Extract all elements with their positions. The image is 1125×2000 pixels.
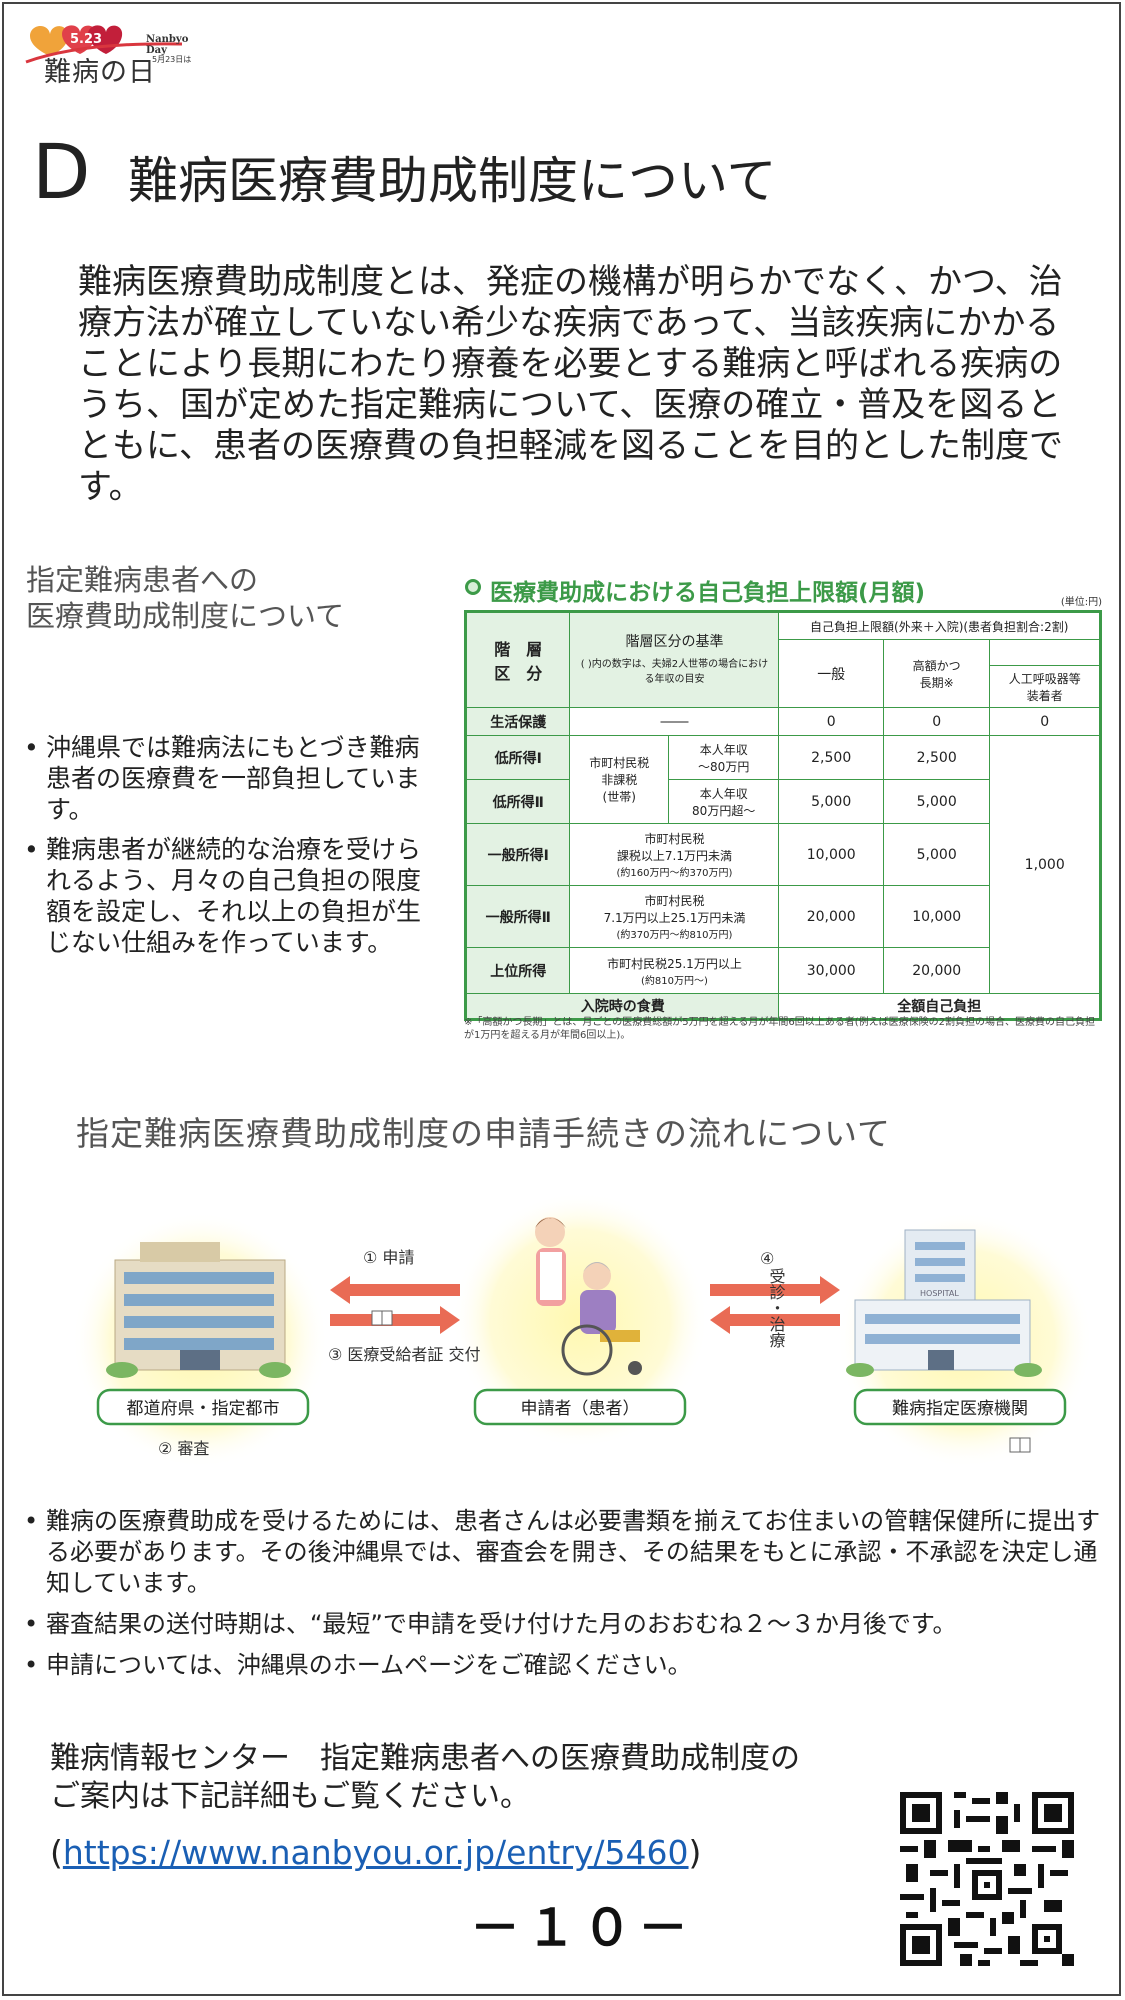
hospital-icon: HOSPITAL <box>846 1229 1042 1377</box>
paren-open: ( <box>50 1833 63 1872</box>
cell-criteria: 市町村民税 7.1万円以上25.1万円未満 (約370万円～約810万円) <box>569 885 780 948</box>
header-criteria-label: 階層区分の基準 <box>625 634 724 650</box>
book-icon <box>371 1310 393 1326</box>
list-item: 審査結果の送付時期は、“最短”で申請を受け付けた月のおおむね２～３か月後です。 <box>24 1609 1114 1640</box>
fee-table: 階 層 区 分 階層区分の基準 ( )内の数字は、夫婦2人世帯の場合における年収… <box>464 610 1102 1021</box>
flow-title: 指定難病医療費助成制度の申請手続きの流れについて <box>76 1114 892 1153</box>
fee-table-unit: (単位:円) <box>1060 597 1102 608</box>
cell-vent: 0 <box>989 707 1101 736</box>
page-title: 難病医療費助成制度について <box>128 152 777 210</box>
circle-bullet-icon <box>465 579 481 595</box>
list-item: 申請については、沖縄県のホームページをご確認ください。 <box>24 1650 1114 1681</box>
row-label-upper: 上位所得 <box>464 947 571 994</box>
row-label-welfare: 生活保護 <box>464 707 571 736</box>
logo-date: 5月23日は <box>152 55 192 64</box>
cell-criteria: 本人年収 80万円超～ <box>667 779 780 824</box>
cell-general: 5,000 <box>778 779 884 824</box>
cell-general: 20,000 <box>778 885 884 948</box>
subsidy-bullets: 沖縄県では難病法にもとづき難病患者の医療費を一部負担しています。 難病患者が継続… <box>24 732 424 967</box>
cell-criteria: 市町村民税25.1万円以上 (約810万円～) <box>569 947 780 994</box>
nanbyo-day-logo: 5.23 Nanbyo Day 5月23日は 難病の日 <box>22 16 202 88</box>
paren-close: ) <box>688 1833 702 1872</box>
cell-meal: 全額自己負担 <box>778 993 1101 1020</box>
step3-label: ③ 医療受給者証 交付 <box>328 1345 481 1364</box>
row-label-low2: 低所得Ⅱ <box>464 779 571 824</box>
applicant-label: 申請者（患者） <box>521 1399 640 1419</box>
logo-hearts-icon: 5.23 <box>25 25 183 64</box>
qr-code-icon[interactable] <box>900 1792 1074 1966</box>
row-label-meal: 入院時の食費 <box>464 993 780 1020</box>
cell-high: 2,500 <box>882 735 991 780</box>
building-icon <box>106 1242 291 1378</box>
header-tier: 階 層 区 分 <box>464 611 571 708</box>
info-center-text: 難病情報センター 指定難病患者への医療費助成制度の ご案内は下記詳細もご覧くださ… <box>50 1741 800 1814</box>
cell-high: 20,000 <box>882 947 991 994</box>
cell-high: 5,000 <box>882 823 991 886</box>
header-ventilator: 人工呼吸器等 装着者 <box>989 665 1101 708</box>
step2-label: ② 審査 <box>158 1439 209 1458</box>
header-general: 一般 <box>778 639 884 708</box>
application-flow-diagram: ① 申請 ③ 医療受給者証 交付 ④ 受診・治療 HOSPITAL 都 <box>72 1192 1093 1468</box>
cell-vent-shared: 1,000 <box>989 735 1101 994</box>
fee-table-title: 医療費助成における自己負担上限額(月額) <box>490 580 926 606</box>
row-label-gen1: 一般所得Ⅰ <box>464 823 571 886</box>
list-item: 難病の医療費助成を受けるためには、患者さんは必要書類を揃えてお住まいの管轄保健所… <box>24 1506 1114 1599</box>
cell-high: 10,000 <box>882 885 991 948</box>
url-line: (https://www.nanbyou.or.jp/entry/5460) <box>50 1831 701 1875</box>
header-criteria: 階層区分の基準 ( )内の数字は、夫婦2人世帯の場合における年収の目安 <box>569 611 780 708</box>
hospital-sign: HOSPITAL <box>920 1289 959 1298</box>
criteria-text: 市町村民税25.1万円以上 <box>607 956 742 971</box>
book-icon <box>1009 1437 1031 1453</box>
cell-general: 2,500 <box>778 735 884 780</box>
cell-criteria: 市町村民税 課税以上7.1万円未満 (約160万円～約370万円) <box>569 823 780 886</box>
cell-high: 0 <box>882 707 991 736</box>
criteria-note: (約810万円～) <box>641 975 708 987</box>
nanbyou-link[interactable]: https://www.nanbyou.or.jp/entry/5460 <box>62 1833 689 1872</box>
step4-label: 受診・治療 <box>767 1268 786 1348</box>
criteria-note: (約370万円～約810万円) <box>616 930 733 941</box>
fee-table-header: 医療費助成における自己負担上限額(月額) (単位:円) <box>462 573 1102 608</box>
procedure-notes: 難病の医療費助成を受けるためには、患者さんは必要書類を揃えてお住まいの管轄保健所… <box>24 1506 1114 1691</box>
header-high-long: 高額かつ 長期※ <box>882 639 991 708</box>
intro-paragraph: 難病医療費助成制度とは、発症の機構が明らかでなく、かつ、治療方法が確立していない… <box>78 262 1063 507</box>
cell-high: 5,000 <box>882 779 991 824</box>
list-item: 難病患者が継続的な治療を受けられるよう、月々の自己負担の限度額を設定し、それ以上… <box>24 834 424 958</box>
logo-english: Nanbyo Day <box>146 34 189 56</box>
criteria-text: 市町村民税 7.1万円以上25.1万円未満 <box>603 894 746 925</box>
step4-number: ④ <box>760 1249 774 1268</box>
criteria-text: 市町村民税 課税以上7.1万円未満 <box>616 832 733 863</box>
row-label-gen2: 一般所得Ⅱ <box>464 885 571 948</box>
cell-general: 0 <box>778 707 884 736</box>
fee-table-footnote: ※「高額かつ長期」とは、月ごとの医療費総額が5万円を超える月が年間6回以上ある者… <box>464 1017 1095 1041</box>
logo-badge: 5.23 <box>70 32 102 47</box>
hospital-label: 難病指定医療機関 <box>892 1399 1028 1419</box>
prefecture-label: 都道府県・指定都市 <box>127 1399 280 1419</box>
caregiver-patient-icon <box>535 1217 642 1376</box>
step1-label: ① 申請 <box>363 1248 414 1267</box>
header-criteria-note: ( )内の数字は、夫婦2人世帯の場合における年収の目安 <box>580 659 769 685</box>
cell-criteria: 本人年収 ～80万円 <box>667 735 780 780</box>
cell-general: 10,000 <box>778 823 884 886</box>
criteria-note: (約160万円～約370万円) <box>616 868 733 879</box>
cell-general: 30,000 <box>778 947 884 994</box>
subsidy-subtitle: 指定難病患者への 医療費助成制度について <box>26 563 345 633</box>
logo-japanese: 難病の日 <box>44 57 156 88</box>
list-item: 沖縄県では難病法にもとづき難病患者の医療費を一部負担しています。 <box>24 732 424 825</box>
row-label-low1: 低所得Ⅰ <box>464 735 571 780</box>
cell-criteria: ―― <box>569 707 780 736</box>
page-number: －１０－ <box>470 1899 694 1957</box>
cell-low-group: 市町村民税 非課税 (世帯) <box>569 735 669 824</box>
section-letter: D <box>32 127 91 216</box>
header-limit: 自己負担上限額(外来＋入院)(患者負担割合:2割) <box>778 611 1101 640</box>
